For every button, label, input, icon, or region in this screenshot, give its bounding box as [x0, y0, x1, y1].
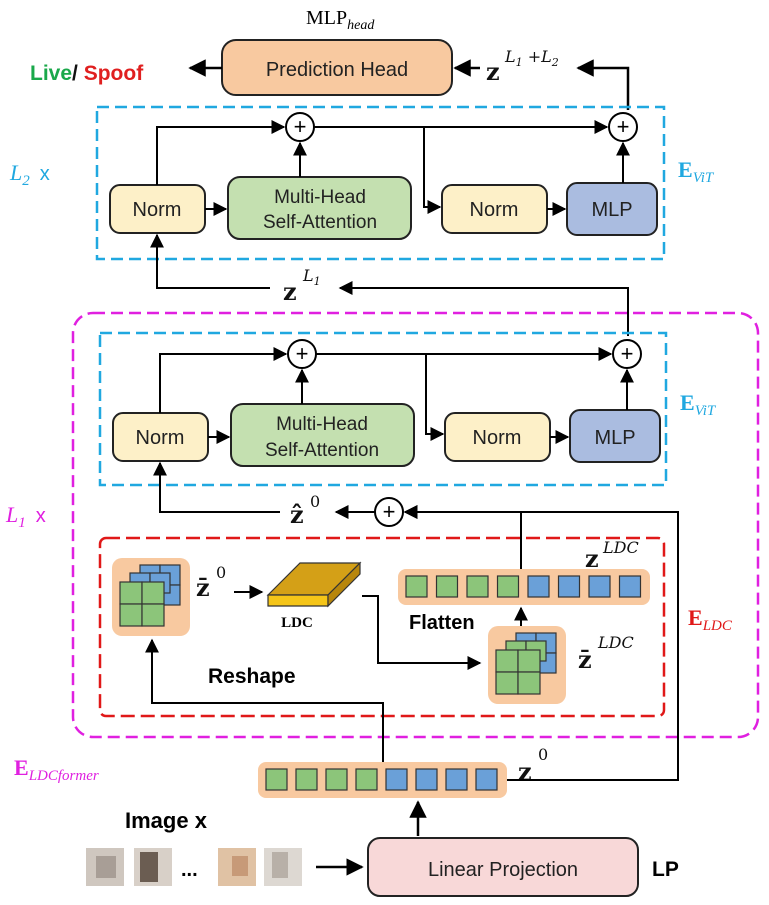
arrow-top-residual-1	[156, 120, 286, 185]
mlp-head-label: MLPhead	[306, 7, 375, 33]
z-ldc-token-1	[405, 575, 428, 598]
patch-ellipsis: ...	[181, 859, 198, 881]
z-ldc-token-2	[435, 575, 459, 598]
arrow-zhat-to-norm	[153, 461, 280, 513]
norm-label-top-2: Norm	[470, 199, 519, 221]
mha-label-bottom-1: Multi-Head	[276, 414, 368, 435]
add-symbol-bottom-1: +	[296, 341, 309, 366]
z0-sup: 0	[538, 745, 548, 764]
z-hat-sup: 0	[310, 492, 320, 511]
arrow-top-to-norm2	[423, 127, 442, 214]
z-bar-ldc-label: z̄	[578, 645, 592, 674]
mlp-box-bottom	[569, 409, 661, 463]
evit-label-bottom: EViT	[680, 390, 717, 419]
image-x-label: Image x	[125, 808, 208, 833]
evit-block-bottom	[98, 331, 668, 487]
z-ldc-token-7	[588, 575, 611, 598]
z-bar-0-sup: 0	[216, 563, 226, 582]
arrow-top-out	[576, 59, 630, 110]
z0-token-3	[325, 768, 348, 791]
z-ldc-token-3	[466, 575, 489, 598]
norm-label-bottom-2: Norm	[473, 427, 522, 449]
z0-token-2	[295, 768, 318, 791]
z-l1-l2-label: z	[486, 57, 500, 86]
z0-token-bar	[258, 762, 507, 798]
add-symbol-ldc: +	[383, 499, 396, 524]
z-ldc-token-5	[527, 575, 550, 598]
zbar-ldc-cube-icon	[495, 632, 557, 695]
eldcformer-label: ELDCformer	[14, 755, 99, 784]
mha-label-top-2: Self-Attention	[263, 212, 377, 233]
linear-projection-label: Linear Projection	[428, 859, 578, 881]
z-ldc-token-bar	[398, 569, 650, 605]
z-ldc-label: z	[585, 544, 599, 573]
arrow-bot-residual-1	[159, 347, 288, 413]
prediction-head-label: Prediction Head	[266, 59, 408, 81]
z-l1-sup: L1	[302, 266, 321, 288]
arrow-bot-to-norm2	[425, 354, 445, 441]
lp-label: LP	[652, 858, 679, 881]
z-ldc-sup: LDC	[602, 538, 639, 557]
z0-token-8	[475, 768, 498, 791]
mha-label-bottom-2: Self-Attention	[265, 440, 379, 461]
z0-token-7	[445, 768, 468, 791]
z-ldc-token-6	[557, 575, 581, 598]
arrow-ldc-to-zbar-ldc	[362, 595, 482, 670]
z0-token-6	[415, 768, 438, 791]
mha-box-bottom	[230, 403, 415, 467]
live-label: Live/ Spoof	[30, 62, 144, 85]
add-circle-bottom-2	[612, 339, 642, 369]
z-l1-l2-sup: L1 +L2	[504, 47, 559, 69]
norm-label-bottom-1: Norm	[136, 427, 185, 449]
reshape-label: Reshape	[208, 665, 296, 688]
z0-token-4	[355, 768, 378, 791]
z-ldc-tokens	[405, 575, 642, 598]
z-ldc-token-4	[496, 575, 520, 598]
z-bar-ldc-sup: LDC	[597, 633, 634, 652]
z-ldc-token-8	[618, 575, 642, 598]
evit-block-top	[95, 105, 666, 261]
arrow-zl1-out	[150, 233, 270, 289]
arrow-z0-residual	[403, 505, 679, 781]
mha-box-top	[227, 176, 412, 240]
flatten-label: Flatten	[409, 612, 475, 634]
evit-label-top: EViT	[678, 157, 715, 186]
image-patches: ...	[86, 848, 302, 886]
mlp-label-bottom: MLP	[594, 427, 635, 449]
ldc-label: LDC	[281, 615, 313, 631]
add-symbol-top-1: +	[294, 114, 307, 139]
z0-label: z	[518, 757, 532, 786]
arrow-zldc-to-add	[403, 505, 522, 569]
arrow-z0-to-reshape	[145, 638, 384, 762]
add-symbol-top-2: +	[617, 114, 630, 139]
linear-projection-box	[367, 837, 639, 897]
arrow-zl1-in	[338, 281, 629, 336]
z-bar-0-label: z̄	[196, 573, 210, 602]
eldc-label: ELDC	[688, 605, 733, 634]
ldc-layer-icon	[266, 561, 362, 608]
z-l1-label: z	[283, 277, 297, 306]
add-symbol-bottom-2: +	[621, 341, 634, 366]
reshape-cube-icon	[119, 564, 181, 627]
z0-token-1	[265, 768, 288, 791]
mlp-box-top	[566, 182, 658, 236]
z0-tokens	[265, 768, 498, 791]
mlp-label-top: MLP	[591, 199, 632, 221]
mha-label-top-1: Multi-Head	[274, 187, 366, 208]
z0-token-5	[385, 768, 408, 791]
z-hat-label: ẑ	[290, 500, 304, 529]
norm-label-top-1: Norm	[133, 199, 182, 221]
add-circle-top-2	[608, 112, 638, 142]
ldcformer-block	[71, 311, 760, 739]
